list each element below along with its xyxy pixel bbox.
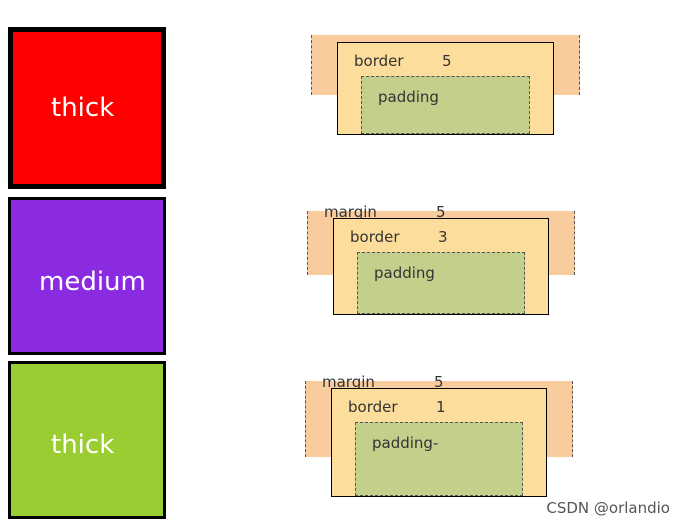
margin-value: 5 [436, 203, 446, 221]
swatch-thick-red: thick [8, 27, 166, 189]
box-model-diagram: margin 5 border 1 padding- [305, 373, 573, 497]
padding-box: padding [357, 252, 525, 314]
padding-label: padding- [372, 434, 439, 452]
border-box: border 5 padding [337, 42, 554, 135]
padding-label: padding [374, 264, 435, 282]
box-model-diagram: border 5 padding [311, 35, 580, 135]
border-label: border [350, 228, 400, 246]
border-value: 5 [442, 52, 452, 70]
border-value: 1 [436, 398, 446, 416]
border-label: border [348, 398, 398, 416]
margin-label: margin [322, 373, 375, 391]
padding-label: padding [378, 88, 439, 106]
swatch-medium-purple: medium [8, 197, 166, 355]
padding-box: padding- [355, 422, 523, 496]
swatch-label: medium [39, 267, 146, 297]
padding-box: padding [361, 76, 530, 134]
border-label: border [354, 52, 404, 70]
border-value: 3 [438, 228, 448, 246]
watermark: CSDN @orlandio [546, 499, 670, 517]
swatch-thick-green: thick [8, 361, 166, 519]
border-box: border 1 padding- [331, 388, 547, 497]
swatch-label: thick [51, 93, 115, 123]
swatch-label: thick [51, 430, 115, 460]
margin-value: 5 [434, 373, 444, 391]
box-model-diagram: margin 5 border 3 padding [307, 203, 575, 315]
margin-label: margin [324, 203, 377, 221]
border-box: border 3 padding [333, 218, 549, 315]
